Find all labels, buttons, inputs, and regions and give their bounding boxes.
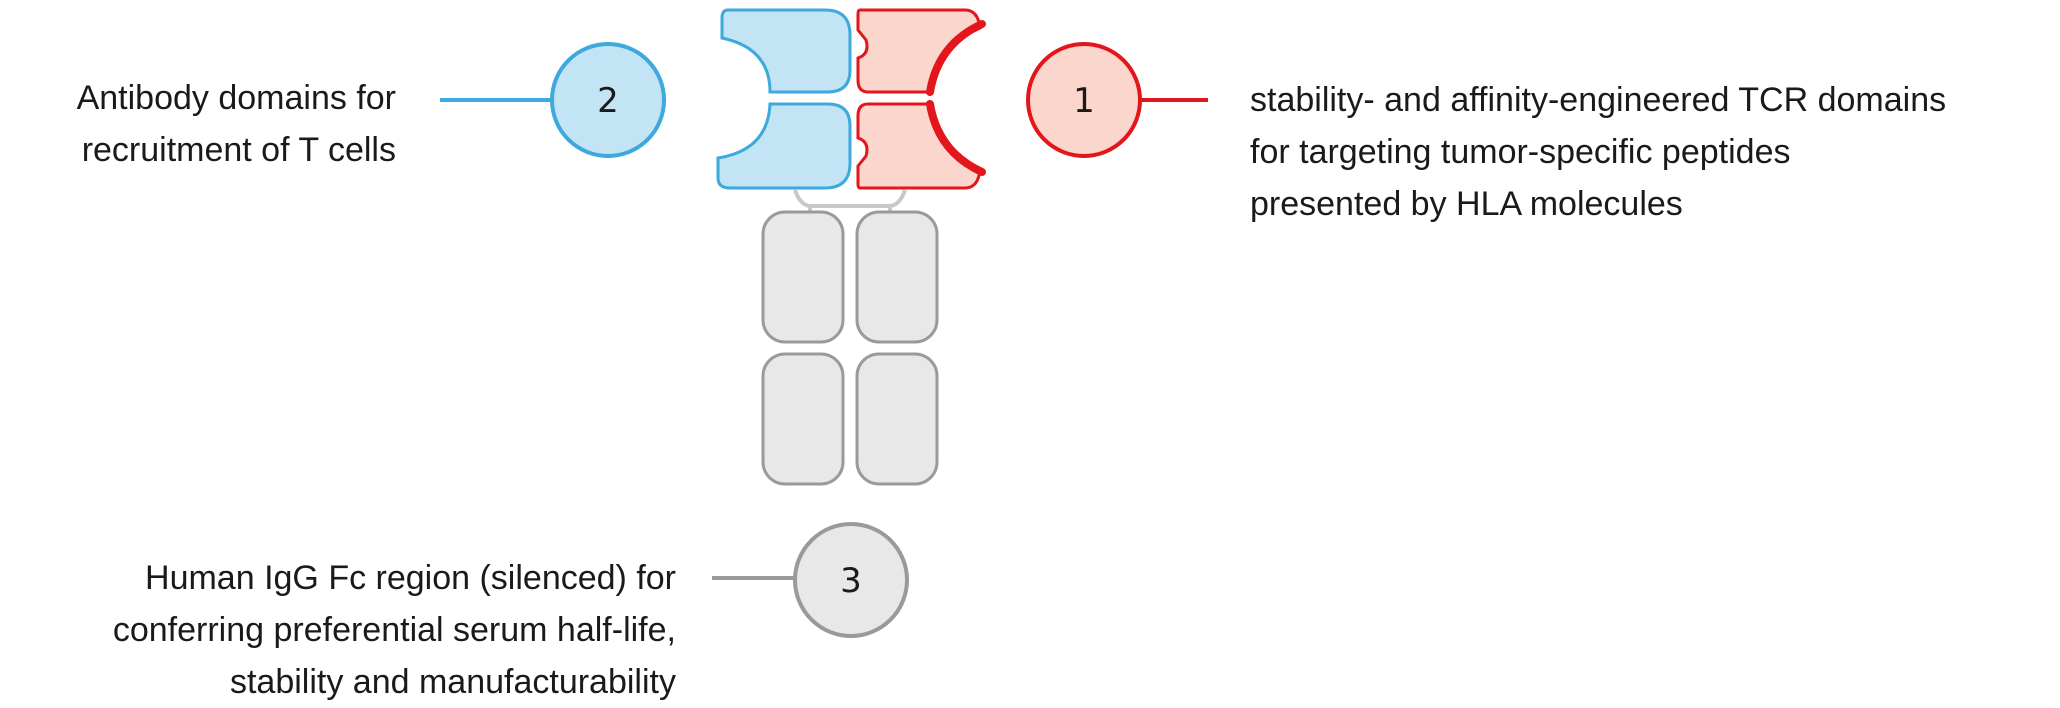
fc-domain-ch2-left — [761, 210, 845, 344]
antibody-description-line-2: recruitment of T cells — [81, 131, 396, 169]
fc-description-line-3: stability and manufacturability — [229, 663, 676, 701]
tcr-binding-site-lower — [926, 100, 986, 176]
tcr-description: stability- and affinity-engineered TCR d… — [1250, 74, 1946, 230]
tcr-callout-number: 1 — [1073, 81, 1095, 121]
antibody-domain-upper — [720, 8, 852, 94]
tcr-description-line-3: presented by HLA molecules — [1250, 185, 1683, 223]
fc-domain-ch2-right — [855, 210, 939, 344]
tcr-description-line-2: for targeting tumor-specific peptides — [1250, 133, 1791, 171]
fc-callout-circle — [793, 522, 909, 638]
fc-domain-ch3-left — [761, 352, 845, 486]
antibody-description: Antibody domains for recruitment of T ce… — [77, 72, 396, 176]
fc-description-line-2: conferring preferential serum half-life, — [112, 611, 676, 649]
tcr-domain-upper — [856, 8, 982, 94]
antibody-description-line-1: Antibody domains for — [76, 79, 396, 117]
tcr-domain-lower — [856, 102, 982, 190]
fc-callout-number: 3 — [840, 561, 862, 601]
antibody-domain-lower — [716, 102, 852, 190]
tcr-binding-site-upper — [926, 20, 986, 96]
tcr-description-line-1: stability- and affinity-engineered TCR d… — [1250, 81, 1947, 119]
antibody-callout-circle — [550, 42, 666, 158]
fc-domain-ch3-right — [855, 352, 939, 486]
fc-description-line-1: Human IgG Fc region (silenced) for — [145, 559, 676, 597]
hinge-connector — [793, 189, 907, 208]
antibody-callout-number: 2 — [597, 81, 619, 121]
fc-description: Human IgG Fc region (silenced) for confe… — [113, 552, 676, 708]
